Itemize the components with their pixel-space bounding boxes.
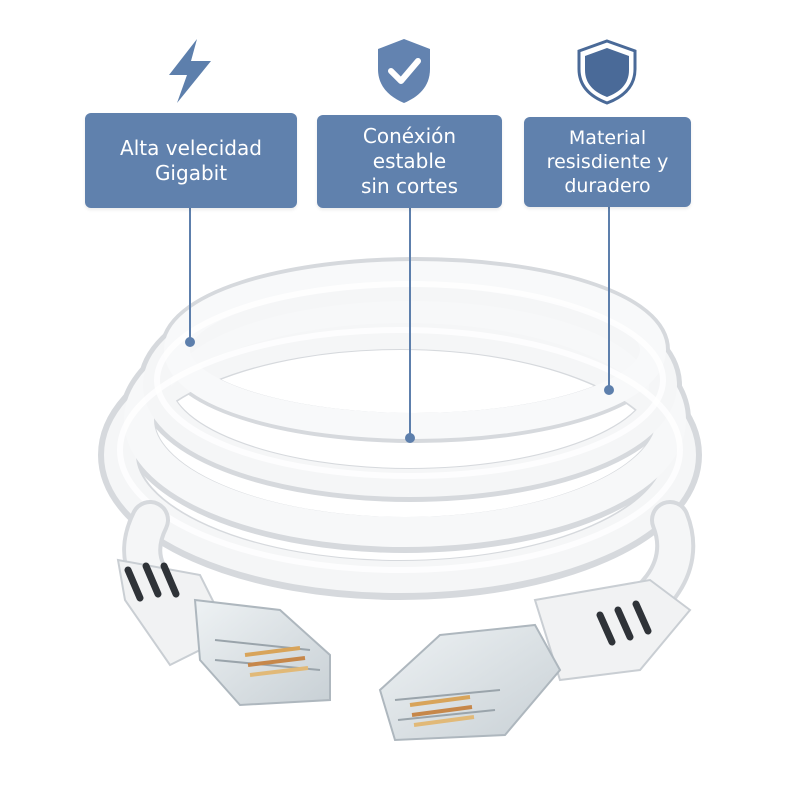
left-rj45-connector (116, 558, 331, 707)
feature-durability-line-2: resisdiente y (546, 151, 669, 173)
feature-speed-line-2: Gigabit (154, 160, 228, 185)
feature-badge-durability: Material resisdiente y duradero (524, 117, 691, 207)
feature-stability-line-1: Conéxión (362, 124, 457, 148)
feature-durability-line-3: duradero (564, 175, 651, 197)
callout-leader-2 (405, 208, 415, 443)
cable-coil (98, 257, 702, 650)
lightning-bolt-icon (163, 37, 217, 105)
feature-stability-line-2: estable (372, 149, 447, 173)
feature-badge-stability: Conéxión estable sin cortes (317, 115, 502, 208)
callout-leader-1 (185, 208, 195, 347)
right-rj45-connector (378, 578, 692, 742)
shield-check-icon (375, 37, 433, 105)
feature-speed-line-1: Alta velecidad (120, 135, 262, 160)
callout-leader-3 (604, 207, 614, 395)
feature-durability-line-1: Material (568, 127, 647, 149)
shield-icon (576, 39, 638, 105)
feature-stability-line-3: sin cortes (360, 174, 459, 198)
feature-badge-speed: Alta velecidad Gigabit (85, 113, 297, 208)
